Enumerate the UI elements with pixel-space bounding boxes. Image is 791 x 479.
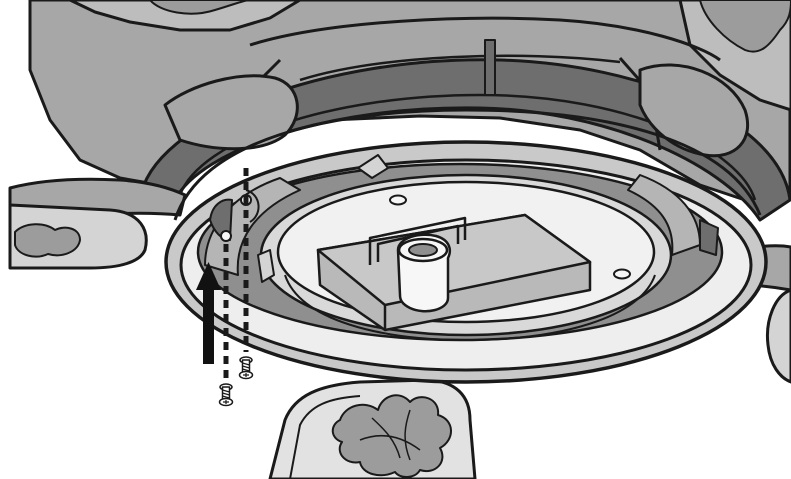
blade-left-carving (15, 224, 80, 256)
center-socket-hole (409, 244, 437, 256)
screw-icon (240, 357, 253, 379)
screw-boss-1 (221, 231, 231, 241)
housing-seam-1 (485, 40, 495, 95)
plate-hole-right (614, 270, 630, 279)
plate-hole-top (390, 196, 406, 205)
blade-right (767, 290, 791, 382)
screw-icon (220, 384, 233, 406)
ring-tab-left (258, 250, 274, 282)
